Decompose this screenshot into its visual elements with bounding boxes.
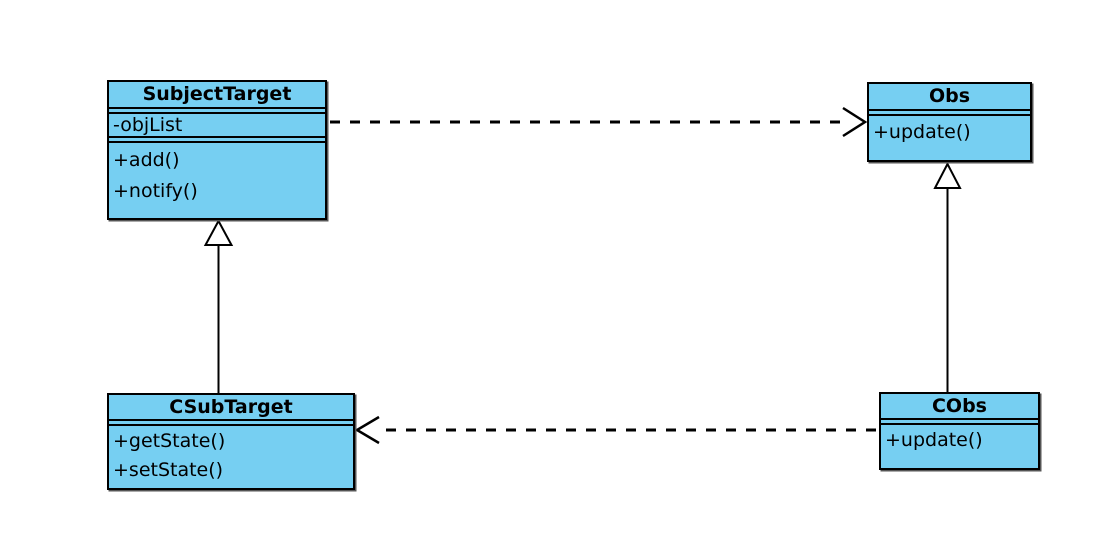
methods-compartment: +update() [869, 116, 1030, 145]
generalization-triangle-obs-icon [933, 161, 962, 189]
method-setstate: +setState() [113, 459, 224, 481]
generalization-triangle-subjecttarget-icon [203, 218, 234, 246]
methods-compartment: +getState() +setState() [109, 426, 353, 485]
methods-compartment: +add() +notify() [109, 143, 325, 207]
compartment-divider [869, 109, 1030, 116]
compartment-divider [881, 418, 1038, 425]
method-notify: +notify() [113, 180, 198, 202]
compartment-divider [109, 419, 353, 426]
compartment-divider [109, 107, 325, 114]
dependency-arrowhead-obs-icon [842, 106, 868, 138]
dependency-arrowhead-csubtarget-icon [354, 415, 380, 445]
class-box-obs: Obs +update() [867, 82, 1032, 162]
compartment-divider [109, 136, 325, 143]
class-title-obs: Obs [928, 85, 971, 107]
method-getstate: +getState() [113, 430, 226, 452]
methods-compartment: +update() [881, 425, 1038, 453]
attribute-objlist: -objList [113, 114, 183, 136]
class-title-csubtarget: CSubTarget [169, 396, 293, 418]
method-update: +update() [885, 429, 983, 451]
class-box-subjecttarget: SubjectTarget -objList +add() +notify() [107, 80, 327, 220]
class-title-cobs: CObs [931, 395, 987, 417]
class-box-cobs: CObs +update() [879, 392, 1040, 470]
method-update: +update() [873, 121, 971, 143]
class-box-csubtarget: CSubTarget +getState() +setState() [107, 393, 355, 490]
method-add: +add() [113, 149, 180, 171]
attributes-compartment: -objList [109, 114, 325, 136]
class-title-subjecttarget: SubjectTarget [142, 83, 292, 105]
